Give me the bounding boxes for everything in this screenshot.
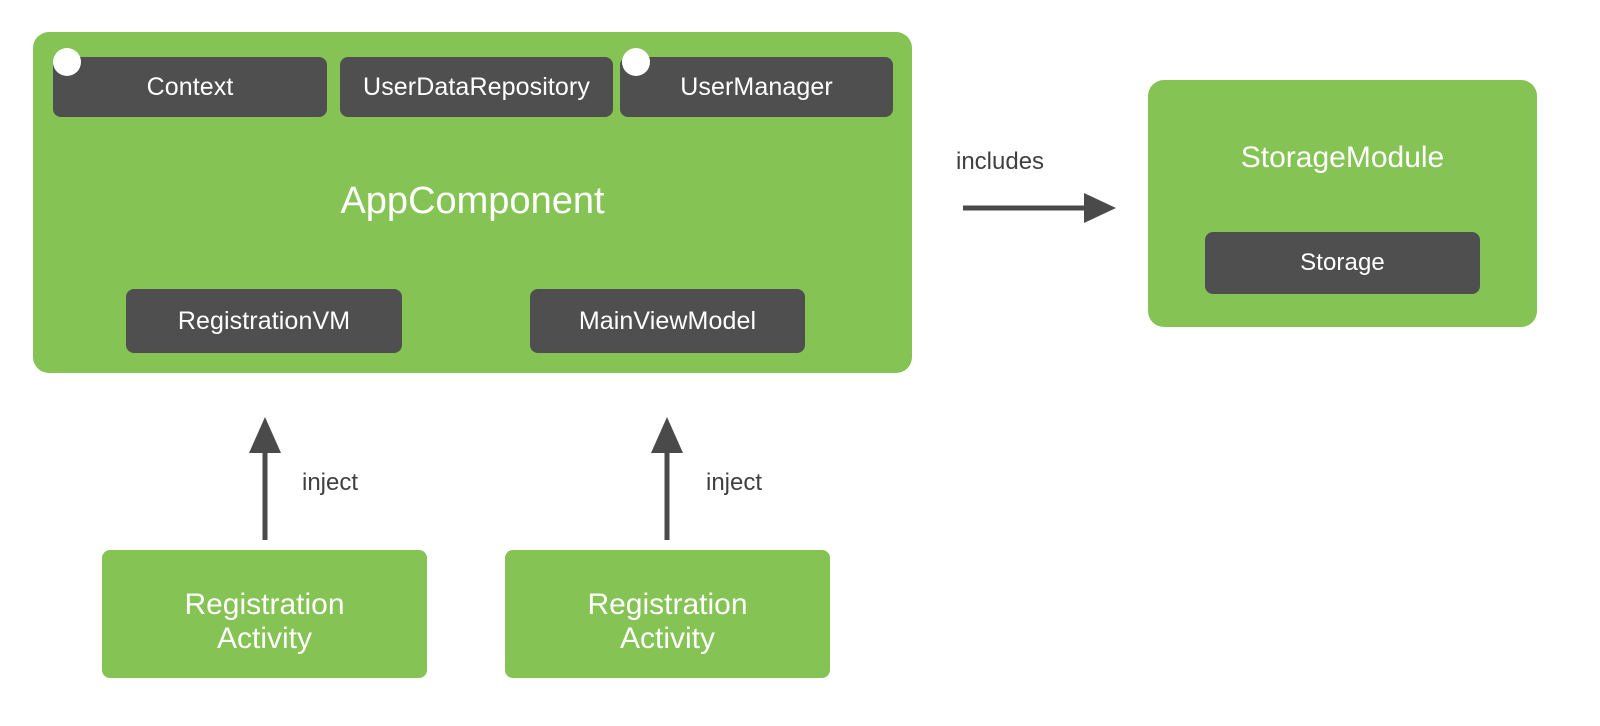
edge-label-includes: includes [956,148,1045,175]
inject-arrow-icon-registration [249,417,281,540]
edge-label-inject-main: inject [706,469,763,496]
injected-member-chip-registrationvm[interactable]: RegistrationVM [126,289,402,353]
entry-point-dot-icon-usermanager [622,48,650,76]
injected-member-chip-mainviewmodel[interactable]: MainViewModel [530,289,805,353]
registration-activity-line1: Registration [184,588,345,621]
main-activity-box[interactable]: Registration Activity [505,550,830,678]
edge-label-inject-registration: inject [302,469,359,496]
dependency-chip-usermanager[interactable]: UserManager [620,57,893,117]
storage-module-title: StorageModule [1240,141,1445,174]
app-component-title: AppComponent [340,180,605,222]
registration-activity-box[interactable]: Registration Activity [102,550,427,678]
registration-activity-line2: Activity [216,621,312,655]
dependency-chip-userdatarepository[interactable]: UserDataRepository [340,57,613,117]
inject-arrow-icon-main [651,417,683,540]
entry-point-dot-icon-context [53,48,81,76]
provided-chip-storage[interactable]: Storage [1205,232,1480,294]
includes-arrow-icon [963,193,1116,223]
main-activity-label: Registration Activity [505,588,830,655]
main-activity-line2: Activity [619,621,715,655]
main-activity-line1: Registration [587,588,748,621]
dependency-chip-context[interactable]: Context [53,57,327,117]
registration-activity-label: Registration Activity [102,588,427,655]
